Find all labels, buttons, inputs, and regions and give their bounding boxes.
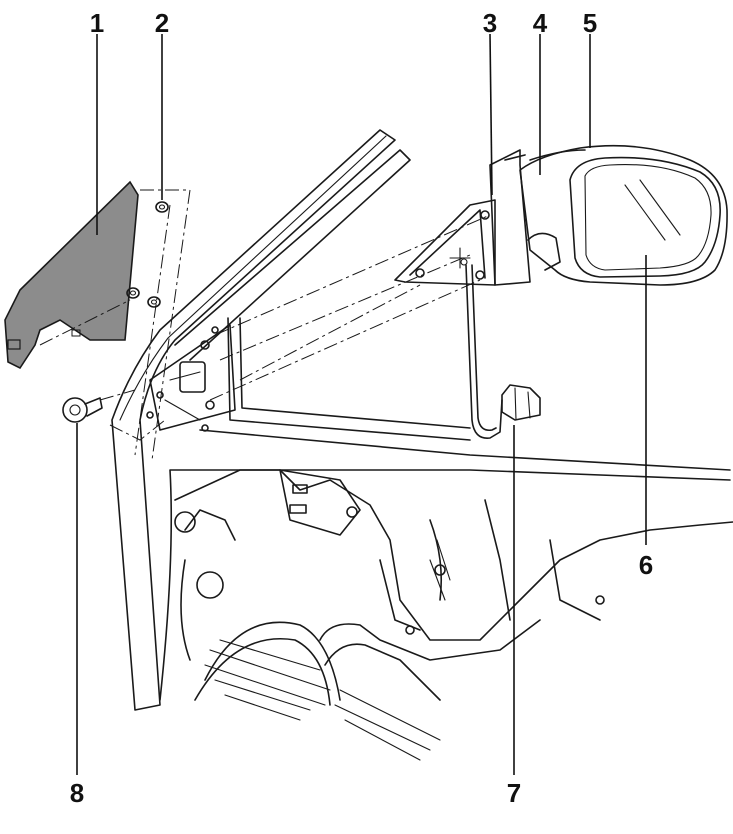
door-mounting-area — [146, 324, 236, 432]
callout-2: 2 — [154, 8, 170, 38]
callout-4: 4 — [532, 8, 548, 38]
callout-1: 1 — [89, 8, 105, 38]
mirror-glass-part-6 — [569, 156, 721, 278]
callout-7: 7 — [506, 778, 522, 808]
mirror-base-part-3 — [394, 149, 531, 286]
leader-lines — [76, 33, 647, 775]
door-frame — [111, 129, 731, 711]
cable-connector-part-7 — [465, 264, 541, 439]
assembly-lines — [39, 189, 491, 461]
callout-5: 5 — [582, 8, 598, 38]
bolt-part-8 — [62, 397, 103, 423]
callout-6: 6 — [638, 550, 654, 580]
trim-panel-part-1 — [4, 180, 139, 370]
mirror-housing-part-4-5 — [519, 144, 728, 286]
inner-door-panel — [174, 469, 733, 761]
callout-3: 3 — [482, 8, 498, 38]
callout-8: 8 — [69, 778, 85, 808]
nuts-part-2 — [126, 201, 169, 308]
